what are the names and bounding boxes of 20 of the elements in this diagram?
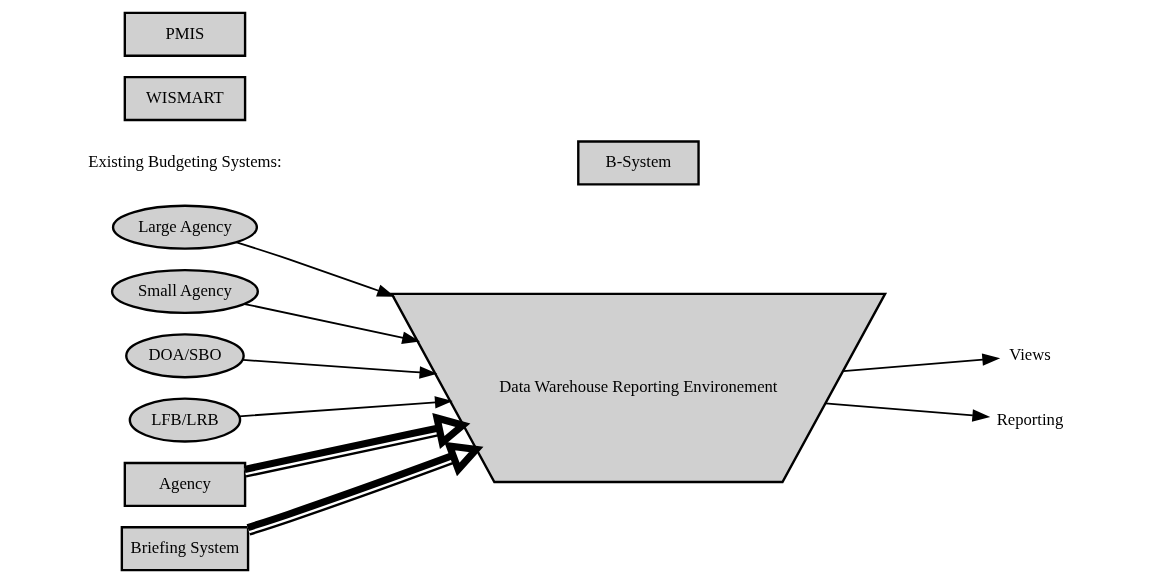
node-box: B-System <box>577 140 700 186</box>
arrow <box>824 402 991 422</box>
label: Existing Budgeting Systems: <box>88 152 282 172</box>
node-box: PMIS <box>123 11 247 57</box>
node-box: WISMART <box>123 76 247 122</box>
arrow <box>842 353 1001 372</box>
node-ellipse: Large Agency <box>111 204 259 250</box>
arrow <box>243 412 471 478</box>
arrow <box>235 241 395 297</box>
node-ellipse: Small Agency <box>110 268 259 315</box>
node-box: Briefing System <box>120 526 250 572</box>
arrow <box>246 441 484 536</box>
arrow <box>241 358 438 379</box>
node-ellipse: LFB/LRB <box>128 397 242 443</box>
arrow <box>238 396 453 418</box>
arrow <box>243 303 421 344</box>
node-text: Reporting <box>996 409 1064 429</box>
node-box: Agency <box>123 461 247 507</box>
node-ellipse: DOA/SBO <box>125 333 245 379</box>
node-text: Views <box>1009 345 1051 365</box>
